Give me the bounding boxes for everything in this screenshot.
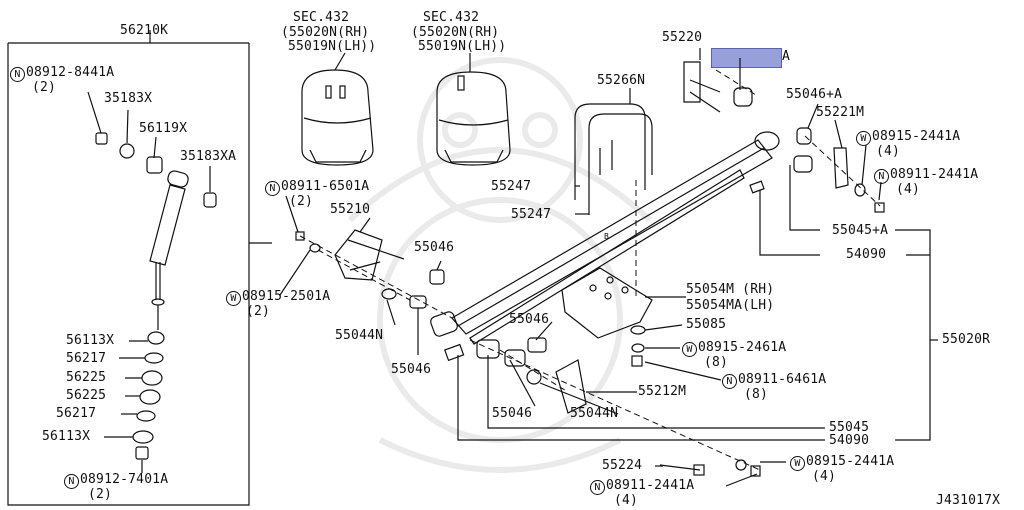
sec432-rh-line1: (55020N(RH): [281, 25, 370, 40]
shock-bushings-top: [87, 91, 217, 208]
rear-hanger-bracket: [476, 325, 761, 477]
nut-symbol-icon: N: [590, 480, 605, 495]
sec432-rh-line2: 55019N(LH)): [288, 39, 377, 54]
nut-symbol-icon: N: [265, 181, 280, 196]
qty-08915-2441A-a: (4): [876, 144, 901, 159]
label-56113X-a[interactable]: 56113X: [66, 333, 115, 348]
label-55046-b[interactable]: 55046: [391, 362, 432, 377]
leaf-spring: [430, 131, 780, 362]
qty-08915-2441A-b: (4): [812, 469, 837, 484]
sec432-rh-title[interactable]: SEC.432: [293, 10, 350, 25]
spring-mark: B: [604, 232, 609, 241]
rear-shackle-parts: [683, 61, 885, 213]
label-55220[interactable]: 55220: [662, 30, 703, 45]
washer-symbol-icon: W: [226, 291, 241, 306]
qty-08912-7401A: (2): [88, 487, 113, 502]
label-55266N[interactable]: 55266N: [597, 73, 646, 88]
sec432-lh-line2: 55019N(LH)): [418, 39, 507, 54]
label-55045A[interactable]: 55045+A: [832, 223, 889, 238]
qty-08911-6461A: (8): [744, 387, 769, 402]
sec432-lh-title[interactable]: SEC.432: [423, 10, 480, 25]
label-35183X[interactable]: 35183X: [104, 91, 153, 106]
assembly-dash-lines: [299, 69, 881, 471]
label-55046A[interactable]: 55046+A: [786, 87, 843, 102]
label-55054M[interactable]: 55054M (RH): [686, 282, 775, 297]
washer-symbol-icon: W: [790, 456, 805, 471]
nut-symbol-icon: N: [64, 474, 79, 489]
label-35183XA[interactable]: 35183XA: [180, 149, 237, 164]
label-56119X[interactable]: 56119X: [139, 121, 188, 136]
label-54090-b[interactable]: 54090: [829, 433, 870, 448]
nut-symbol-icon: N: [722, 374, 737, 389]
qty-08915-2461A: (8): [704, 355, 729, 370]
nut-symbol-icon: N: [874, 169, 889, 184]
label-55046-c[interactable]: 55046: [509, 312, 550, 327]
label-55044N-a[interactable]: 55044N: [335, 328, 384, 343]
u-bolts: [574, 103, 653, 215]
air-spring-rh: [301, 69, 374, 166]
label-55224[interactable]: 55224: [602, 458, 643, 473]
qty-08911-6501A: (2): [289, 194, 314, 209]
label-55046-a[interactable]: 55046: [414, 240, 455, 255]
washer-symbol-icon: W: [682, 342, 697, 357]
label-56217-b[interactable]: 56217: [56, 406, 97, 421]
label-56113X-b[interactable]: 56113X: [42, 429, 91, 444]
label-55020R[interactable]: 55020R: [942, 332, 991, 347]
label-55212M[interactable]: 55212M: [638, 384, 687, 399]
leader-lines: [279, 48, 938, 487]
qty-08911-2441A-a: (4): [896, 182, 921, 197]
label-54090-a[interactable]: 54090: [846, 247, 887, 262]
diagram-id: J431017X: [936, 493, 1001, 508]
qty-08912-8441A: (2): [32, 80, 57, 95]
label-55085[interactable]: 55085: [686, 317, 727, 332]
label-55044N-b[interactable]: 55044N: [570, 406, 619, 421]
highlighted-part-marker[interactable]: [711, 48, 782, 68]
qty-08915-2501A: (2): [246, 304, 271, 319]
nut-symbol-icon: N: [10, 67, 25, 82]
label-56225-b[interactable]: 56225: [66, 388, 107, 403]
label-55220-suffix: A: [782, 49, 791, 64]
washer-symbol-icon: W: [856, 131, 871, 146]
label-55247-b[interactable]: 55247: [511, 207, 552, 222]
label-56210K[interactable]: 56210K: [120, 23, 169, 38]
label-55221M[interactable]: 55221M: [816, 105, 865, 120]
shock-bushings-bottom: [104, 331, 165, 473]
label-55247-a[interactable]: 55247: [491, 179, 532, 194]
label-55045[interactable]: 55045: [829, 420, 870, 435]
label-56225-a[interactable]: 56225: [66, 370, 107, 385]
qty-08911-2441A-b: (4): [614, 493, 639, 508]
shock-absorber: [149, 170, 189, 330]
label-55054MA[interactable]: 55054MA(LH): [686, 298, 775, 313]
spring-seat-plate: [561, 267, 653, 339]
air-spring-lh: [436, 71, 511, 166]
label-55046-d[interactable]: 55046: [492, 406, 533, 421]
sec432-lh-line1: (55020N(RH): [411, 25, 500, 40]
label-56217-a[interactable]: 56217: [66, 351, 107, 366]
label-55210[interactable]: 55210: [330, 202, 371, 217]
shock-group-bracket: [7, 43, 272, 506]
